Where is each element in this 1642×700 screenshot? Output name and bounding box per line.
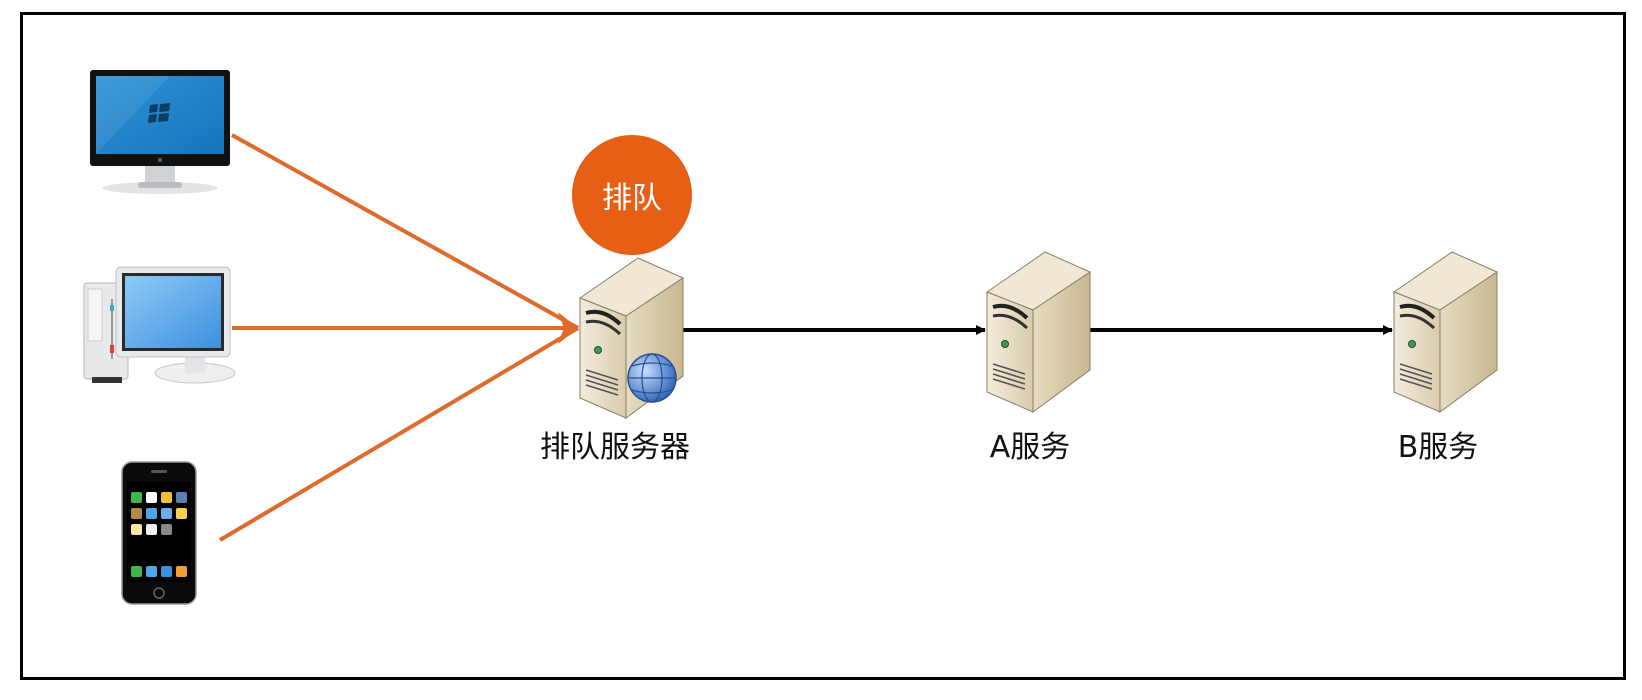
phone-app-icon [131,524,142,535]
phone-dock-icon [131,566,142,577]
queue-badge-label: 排队 [602,181,662,216]
server-icon [1392,251,1499,413]
queue-badge: 排队 [572,135,692,255]
phone-app-icon [176,492,187,503]
edges-layer [218,133,1393,542]
desktop-computer-icon [83,266,236,384]
smartphone-icon [121,461,197,605]
phone-dock-icon [146,566,157,577]
phone-app-icon [161,508,172,519]
phone-app-icon [131,492,142,503]
phone-app-icon [176,508,187,519]
web-server-icon [578,257,685,419]
node-label-service-b: B服务 [1397,430,1479,465]
server-icon [985,251,1092,413]
phone-app-icon [146,524,157,535]
phone-app-icon [161,524,172,535]
phone-app-icon [131,508,142,519]
phone-app-icon [161,492,172,503]
client-edges-arrowhead [558,312,578,344]
desktop-monitor-icon [90,70,230,194]
diagram-frame [20,12,1626,680]
node-label-service-a: A服务 [989,430,1071,465]
globe-icon [627,353,677,403]
phone-app-icon [146,508,157,519]
node-label-queue-server: 排队服务器 [540,430,690,465]
edge-windows-monitor-to-queue-server [231,133,579,330]
phone-dock-icon [176,566,187,577]
phone-app-icon [146,492,157,503]
phone-dock-icon [161,566,172,577]
edge-smartphone-to-queue-server [218,326,580,542]
